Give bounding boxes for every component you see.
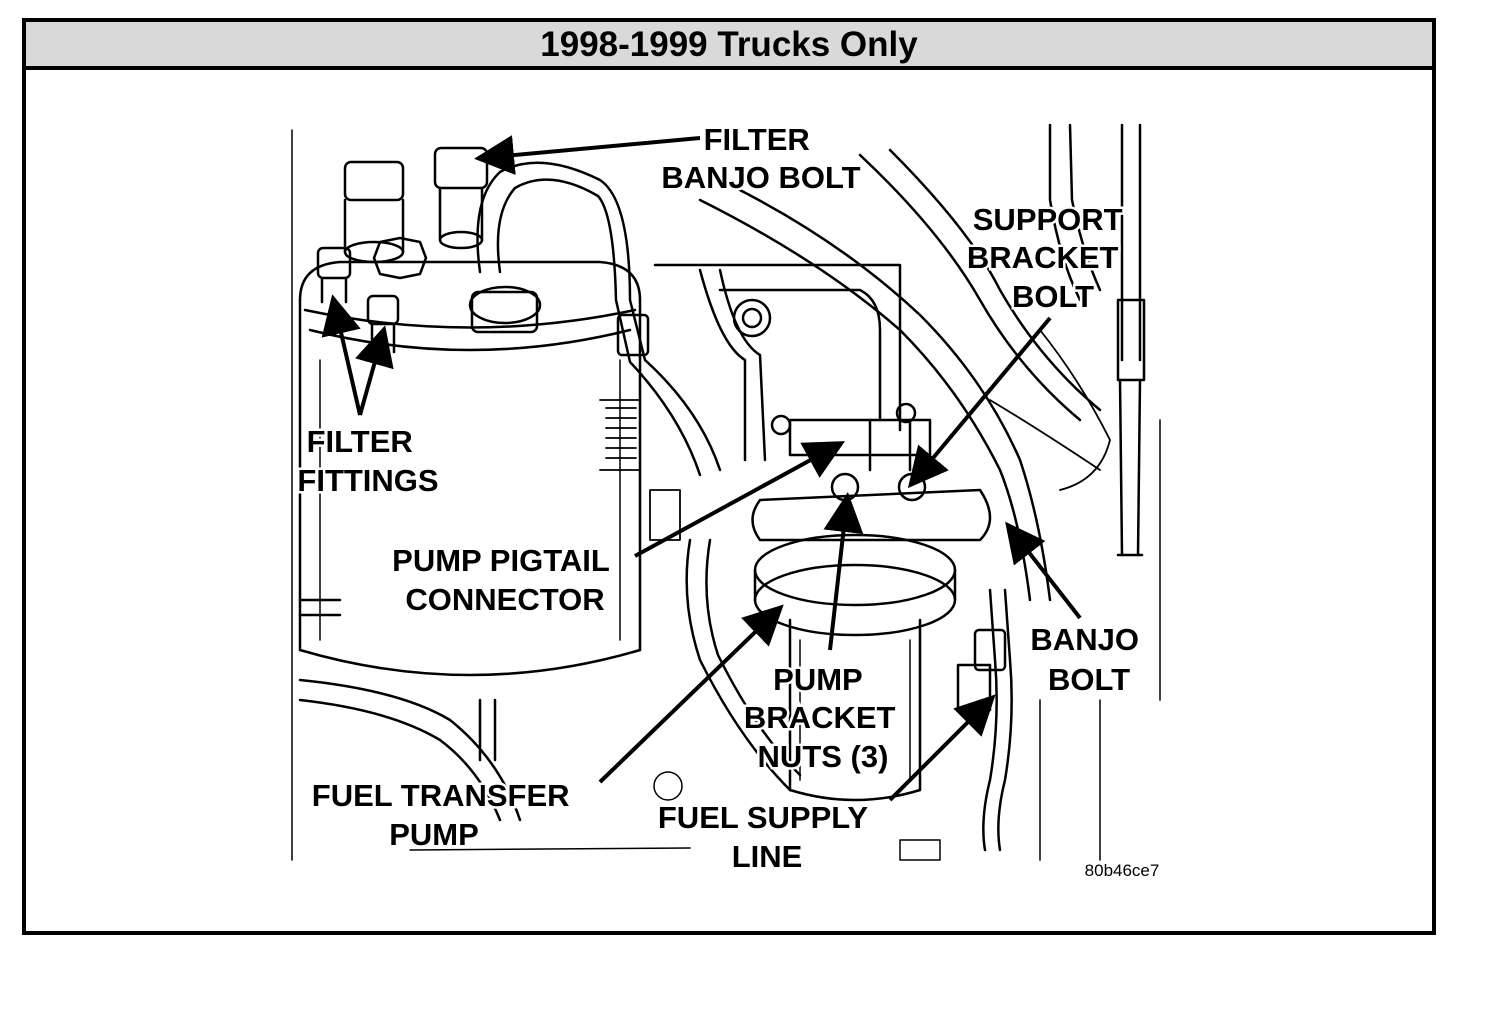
label-pump-bracket-nuts-line-2: BRACKET bbox=[744, 700, 896, 735]
fuel-supply-line-pipe bbox=[956, 588, 1013, 852]
upper-hoses bbox=[698, 148, 1102, 602]
title-bar: 1998-1999 Trucks Only bbox=[26, 22, 1432, 70]
arrow-pump-bracket-nuts bbox=[823, 492, 864, 651]
label-fuel-transfer-pump-line-1: FUEL TRANSFER bbox=[312, 778, 570, 813]
label-support-bracket-bolt-line-3: BOLT bbox=[1012, 279, 1094, 314]
label-filter-banjo-bolt: FILTER BANJO BOLT bbox=[661, 122, 860, 195]
label-banjo-bolt: BANJO BOLT bbox=[1030, 622, 1147, 697]
label-pump-pigtail-connector-line-2: CONNECTOR bbox=[405, 582, 604, 617]
figure-frame: 1998-1999 Trucks Only bbox=[22, 18, 1436, 935]
label-filter-fittings: FILTER FITTINGS bbox=[297, 424, 438, 498]
label-support-bracket-bolt-line-1: SUPPORT bbox=[973, 202, 1123, 237]
callout-arrows bbox=[321, 135, 1082, 802]
lower-detail-lines bbox=[291, 129, 1161, 861]
label-fuel-supply-line: FUEL SUPPLY LINE bbox=[658, 800, 876, 874]
arrow-filter-fittings-left bbox=[321, 294, 362, 416]
label-fuel-supply-line-line-2: LINE bbox=[732, 839, 803, 874]
arrow-filter-banjo-bolt bbox=[474, 135, 701, 175]
fuel-transfer-pump-body bbox=[753, 533, 957, 802]
wiring-harness bbox=[599, 329, 1111, 541]
engine-illustration bbox=[291, 123, 1161, 861]
filter-fuel-line bbox=[476, 161, 722, 477]
label-pump-pigtail-connector: PUMP PIGTAIL CONNECTOR bbox=[392, 543, 618, 617]
label-filter-fittings-line-2: FITTINGS bbox=[297, 463, 438, 498]
label-fuel-transfer-pump: FUEL TRANSFER PUMP bbox=[312, 778, 578, 852]
label-banjo-bolt-line-1: BANJO bbox=[1030, 622, 1139, 657]
label-filter-banjo-bolt-line-1: FILTER bbox=[704, 122, 810, 157]
label-pump-bracket-nuts-line-3: NUTS (3) bbox=[758, 739, 889, 774]
page-title: 1998-1999 Trucks Only bbox=[540, 24, 918, 64]
pump-housing bbox=[653, 263, 902, 462]
label-support-bracket-bolt-line-2: BRACKET bbox=[967, 240, 1119, 275]
label-filter-banjo-bolt-line-2: BANJO BOLT bbox=[661, 160, 860, 195]
label-pump-bracket-nuts-line-1: PUMP bbox=[773, 662, 862, 697]
arrow-banjo-bolt bbox=[1005, 521, 1082, 620]
arrow-fuel-transfer-pump bbox=[598, 604, 784, 784]
label-fuel-supply-line-line-1: FUEL SUPPLY bbox=[658, 800, 868, 835]
label-pump-pigtail-connector-line-1: PUMP PIGTAIL bbox=[392, 543, 609, 578]
arrow-filter-fittings-right bbox=[355, 325, 394, 416]
arrow-support-bracket-bolt bbox=[907, 316, 1052, 489]
arrow-pump-pigtail-connector bbox=[634, 441, 846, 558]
label-banjo-bolt-line-2: BOLT bbox=[1048, 662, 1130, 697]
label-fuel-transfer-pump-line-2: PUMP bbox=[389, 817, 479, 852]
right-pipes bbox=[1048, 123, 1146, 557]
figure-code: 80b46ce7 bbox=[1085, 861, 1160, 880]
label-support-bracket-bolt: SUPPORT BRACKET BOLT bbox=[967, 202, 1131, 314]
lower-hoses bbox=[298, 538, 802, 822]
label-pump-bracket-nuts: PUMP BRACKET NUTS (3) bbox=[744, 662, 904, 774]
filter-fittings-bolts bbox=[316, 146, 489, 354]
arrow-fuel-supply-line bbox=[888, 694, 996, 802]
label-filter-fittings-line-1: FILTER bbox=[307, 424, 413, 459]
